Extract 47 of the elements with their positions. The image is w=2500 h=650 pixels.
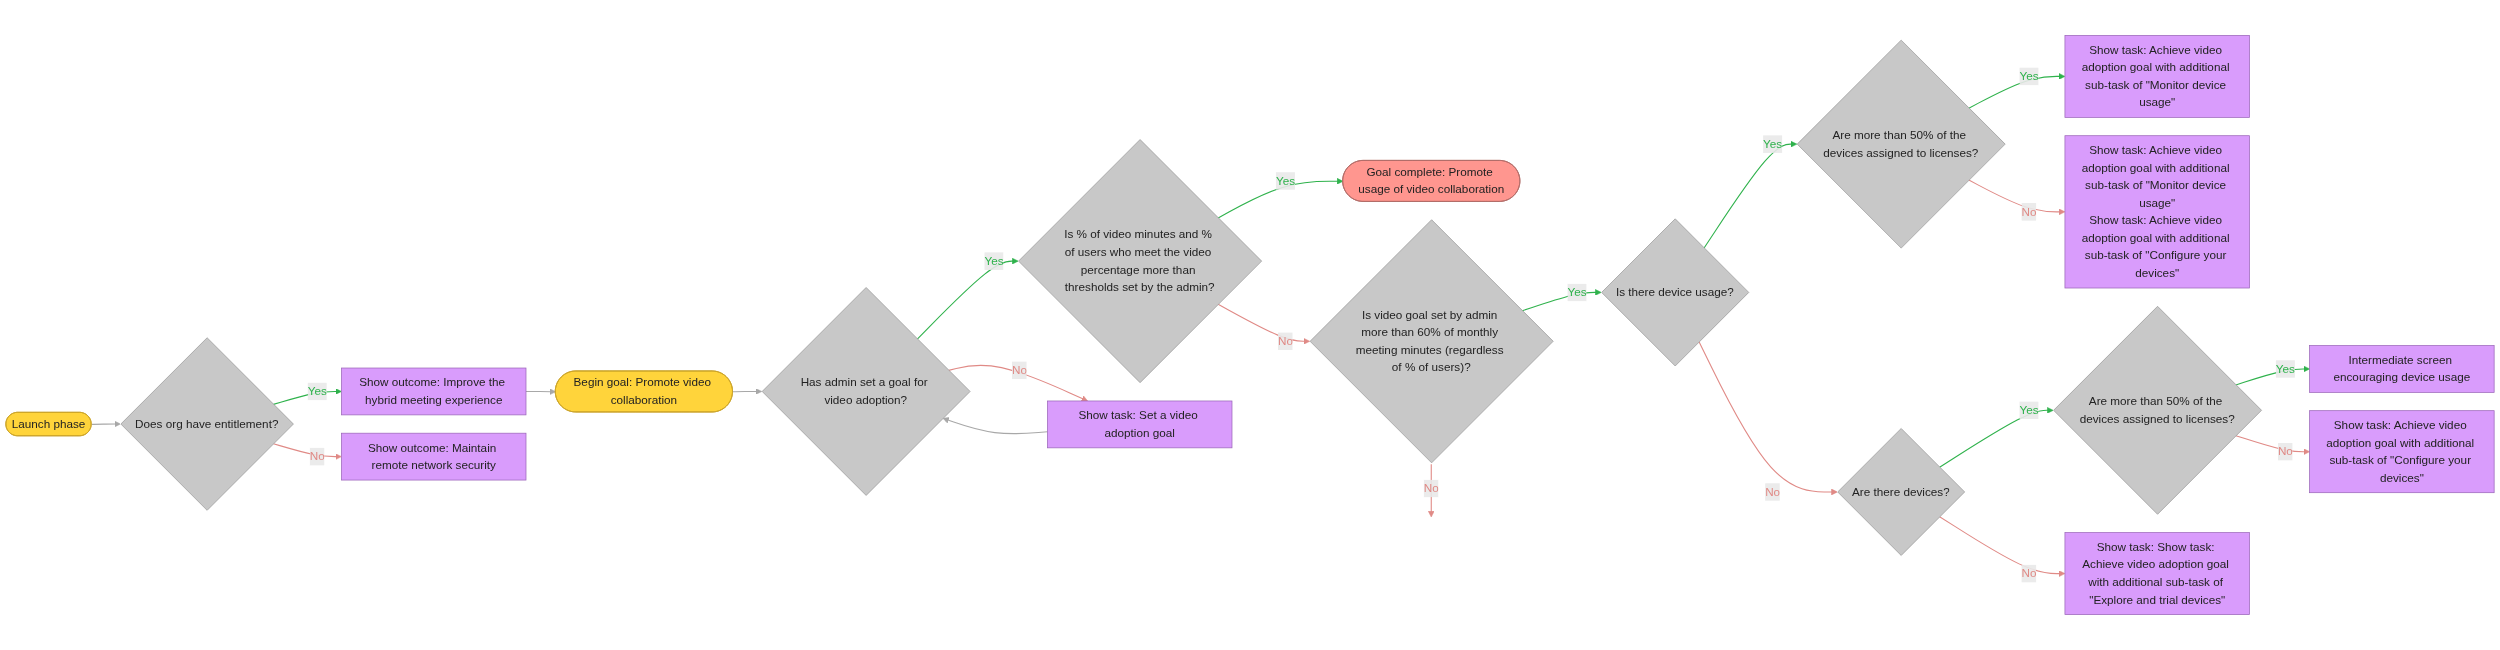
edge-label: Yes <box>2019 69 2039 83</box>
node-diamond: Has admin set a goal for video adoption? <box>761 287 971 496</box>
edge-label: Yes <box>1763 137 1783 150</box>
arrow <box>2235 435 2310 455</box>
edge-label: No <box>1423 481 1439 495</box>
node-box: Show task: Achieve video adoption goal with additional sub-task of "Monitor device usage" <box>2064 35 2250 118</box>
node-box: Show outcome: Maintain remote network security <box>341 432 527 481</box>
arrow <box>942 417 1048 435</box>
edge-label: No <box>1011 363 1027 377</box>
edge-label: No <box>309 450 325 463</box>
arrow <box>732 388 763 395</box>
arrow <box>1939 407 2054 468</box>
edge-label: Yes <box>984 254 1004 267</box>
arrow <box>916 257 1019 340</box>
arrow <box>1217 303 1310 345</box>
node-box: Show task: Achieve video adoption goal with additional sub-task of "Configure your devices" <box>2309 410 2495 494</box>
edge-label: Yes <box>2019 403 2039 417</box>
node-box: Show task: Show task: Achieve video adoption goal with additional sub-task of "Explore and trial devices" <box>2064 532 2250 615</box>
edge-label: Yes <box>2275 362 2295 375</box>
node-diamond: Are there devices? <box>1837 428 1966 556</box>
edge-label: Yes <box>1275 174 1296 187</box>
arrow <box>1217 178 1344 219</box>
node-box: Show task: Set a video adoption goal <box>1047 400 1233 449</box>
node-diamond: Is video goal set by admin more than 60% of monthly meeting minutes (regardless of % of users)? <box>1309 219 1554 464</box>
node-diamond: Are more than 50% of the devices assigned to licenses? <box>1796 39 2006 249</box>
node-box: Show task: Achieve video adoption goal with additional sub-task of "Monitor device usage" Show task: Achieve video adoption goal with additional sub-task of "Configure your devices" <box>2064 135 2250 289</box>
arrow <box>1968 179 2066 216</box>
arrow <box>1698 341 1838 496</box>
node-box: Intermediate screen encouraging device usage <box>2309 345 2495 393</box>
node-box: Show outcome: Improve the hybrid meeting experience <box>341 367 527 416</box>
arrow <box>1703 140 1798 249</box>
node-diamond: Is there device usage? <box>1601 218 1750 367</box>
edge-label: Yes <box>1567 285 1587 299</box>
edge-label: No <box>1765 485 1781 498</box>
arrow <box>1968 73 2066 109</box>
arrow <box>272 443 342 460</box>
arrow <box>1939 516 2066 577</box>
arrow <box>91 420 121 428</box>
node-diamond: Are more than 50% of the devices assigned to licenses? <box>2053 305 2262 515</box>
arrow <box>948 364 1088 402</box>
edge-label: No <box>2021 567 2037 580</box>
node-diamond: Does org have entitlement? <box>120 337 294 511</box>
edge-label: No <box>1278 334 1293 348</box>
edge-label: No <box>2277 445 2293 458</box>
edge-label: Yes <box>307 384 327 398</box>
edge-label: No <box>2021 205 2037 218</box>
arrow <box>525 388 556 395</box>
